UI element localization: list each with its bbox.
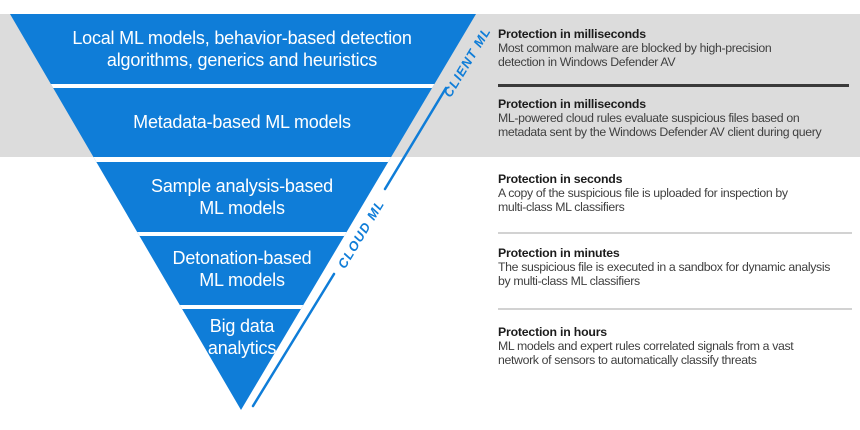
layer-divider xyxy=(10,232,476,236)
pyramid-layer-label-detonation: Detonation-based ML models xyxy=(172,248,312,290)
pyramid-layer-label-local-ml: Local ML models, behavior-based detectio… xyxy=(72,28,412,70)
info-block-body: The suspicious file is executed in a san… xyxy=(498,260,830,288)
separator-light xyxy=(498,308,852,310)
info-block-minutes: Protection in minutes The suspicious fil… xyxy=(498,246,860,288)
info-block-title: Protection in minutes xyxy=(498,246,620,260)
client-cloud-guide-line-lower xyxy=(251,272,336,408)
separator-dark xyxy=(498,84,849,87)
separator-light xyxy=(498,232,852,234)
pyramid-layer-label-sample-analysis: Sample analysis-based ML models xyxy=(151,176,333,218)
client-cloud-guide-line-upper xyxy=(383,86,448,191)
info-block-title: Protection in seconds xyxy=(498,172,623,186)
info-block-title: Protection in milliseconds xyxy=(498,97,646,111)
info-block-body: ML-powered cloud rules evaluate suspicio… xyxy=(498,111,822,139)
layer-divider xyxy=(10,84,476,88)
info-block-milliseconds-client: Protection in milliseconds Most common m… xyxy=(498,27,860,69)
info-block-milliseconds-cloud: Protection in milliseconds ML-powered cl… xyxy=(498,97,860,139)
info-block-body: A copy of the suspicious file is uploade… xyxy=(498,186,788,214)
info-block-hours: Protection in hours ML models and expert… xyxy=(498,325,860,367)
pyramid-layer-label-metadata: Metadata-based ML models xyxy=(133,112,351,132)
layer-divider xyxy=(10,157,476,162)
info-block-title: Protection in hours xyxy=(498,325,607,339)
info-block-body: Most common malware are blocked by high-… xyxy=(498,41,772,69)
layer-divider xyxy=(10,305,476,309)
info-block-title: Protection in milliseconds xyxy=(498,27,646,41)
pyramid-layer-label-big-data: Big data analytics xyxy=(207,316,277,358)
info-block-seconds: Protection in seconds A copy of the susp… xyxy=(498,172,860,214)
info-block-body: ML models and expert rules correlated si… xyxy=(498,339,794,367)
